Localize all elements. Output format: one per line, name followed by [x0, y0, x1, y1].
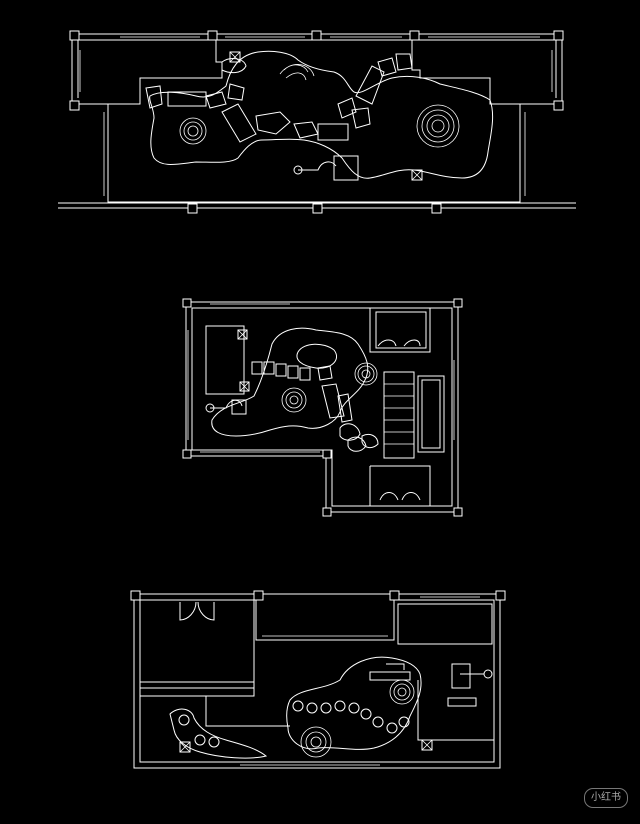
plan-middle: [182, 298, 463, 517]
watermark-logo: 小红书: [584, 788, 628, 808]
plan-bottom: [130, 590, 506, 769]
plan-top: [58, 30, 576, 214]
